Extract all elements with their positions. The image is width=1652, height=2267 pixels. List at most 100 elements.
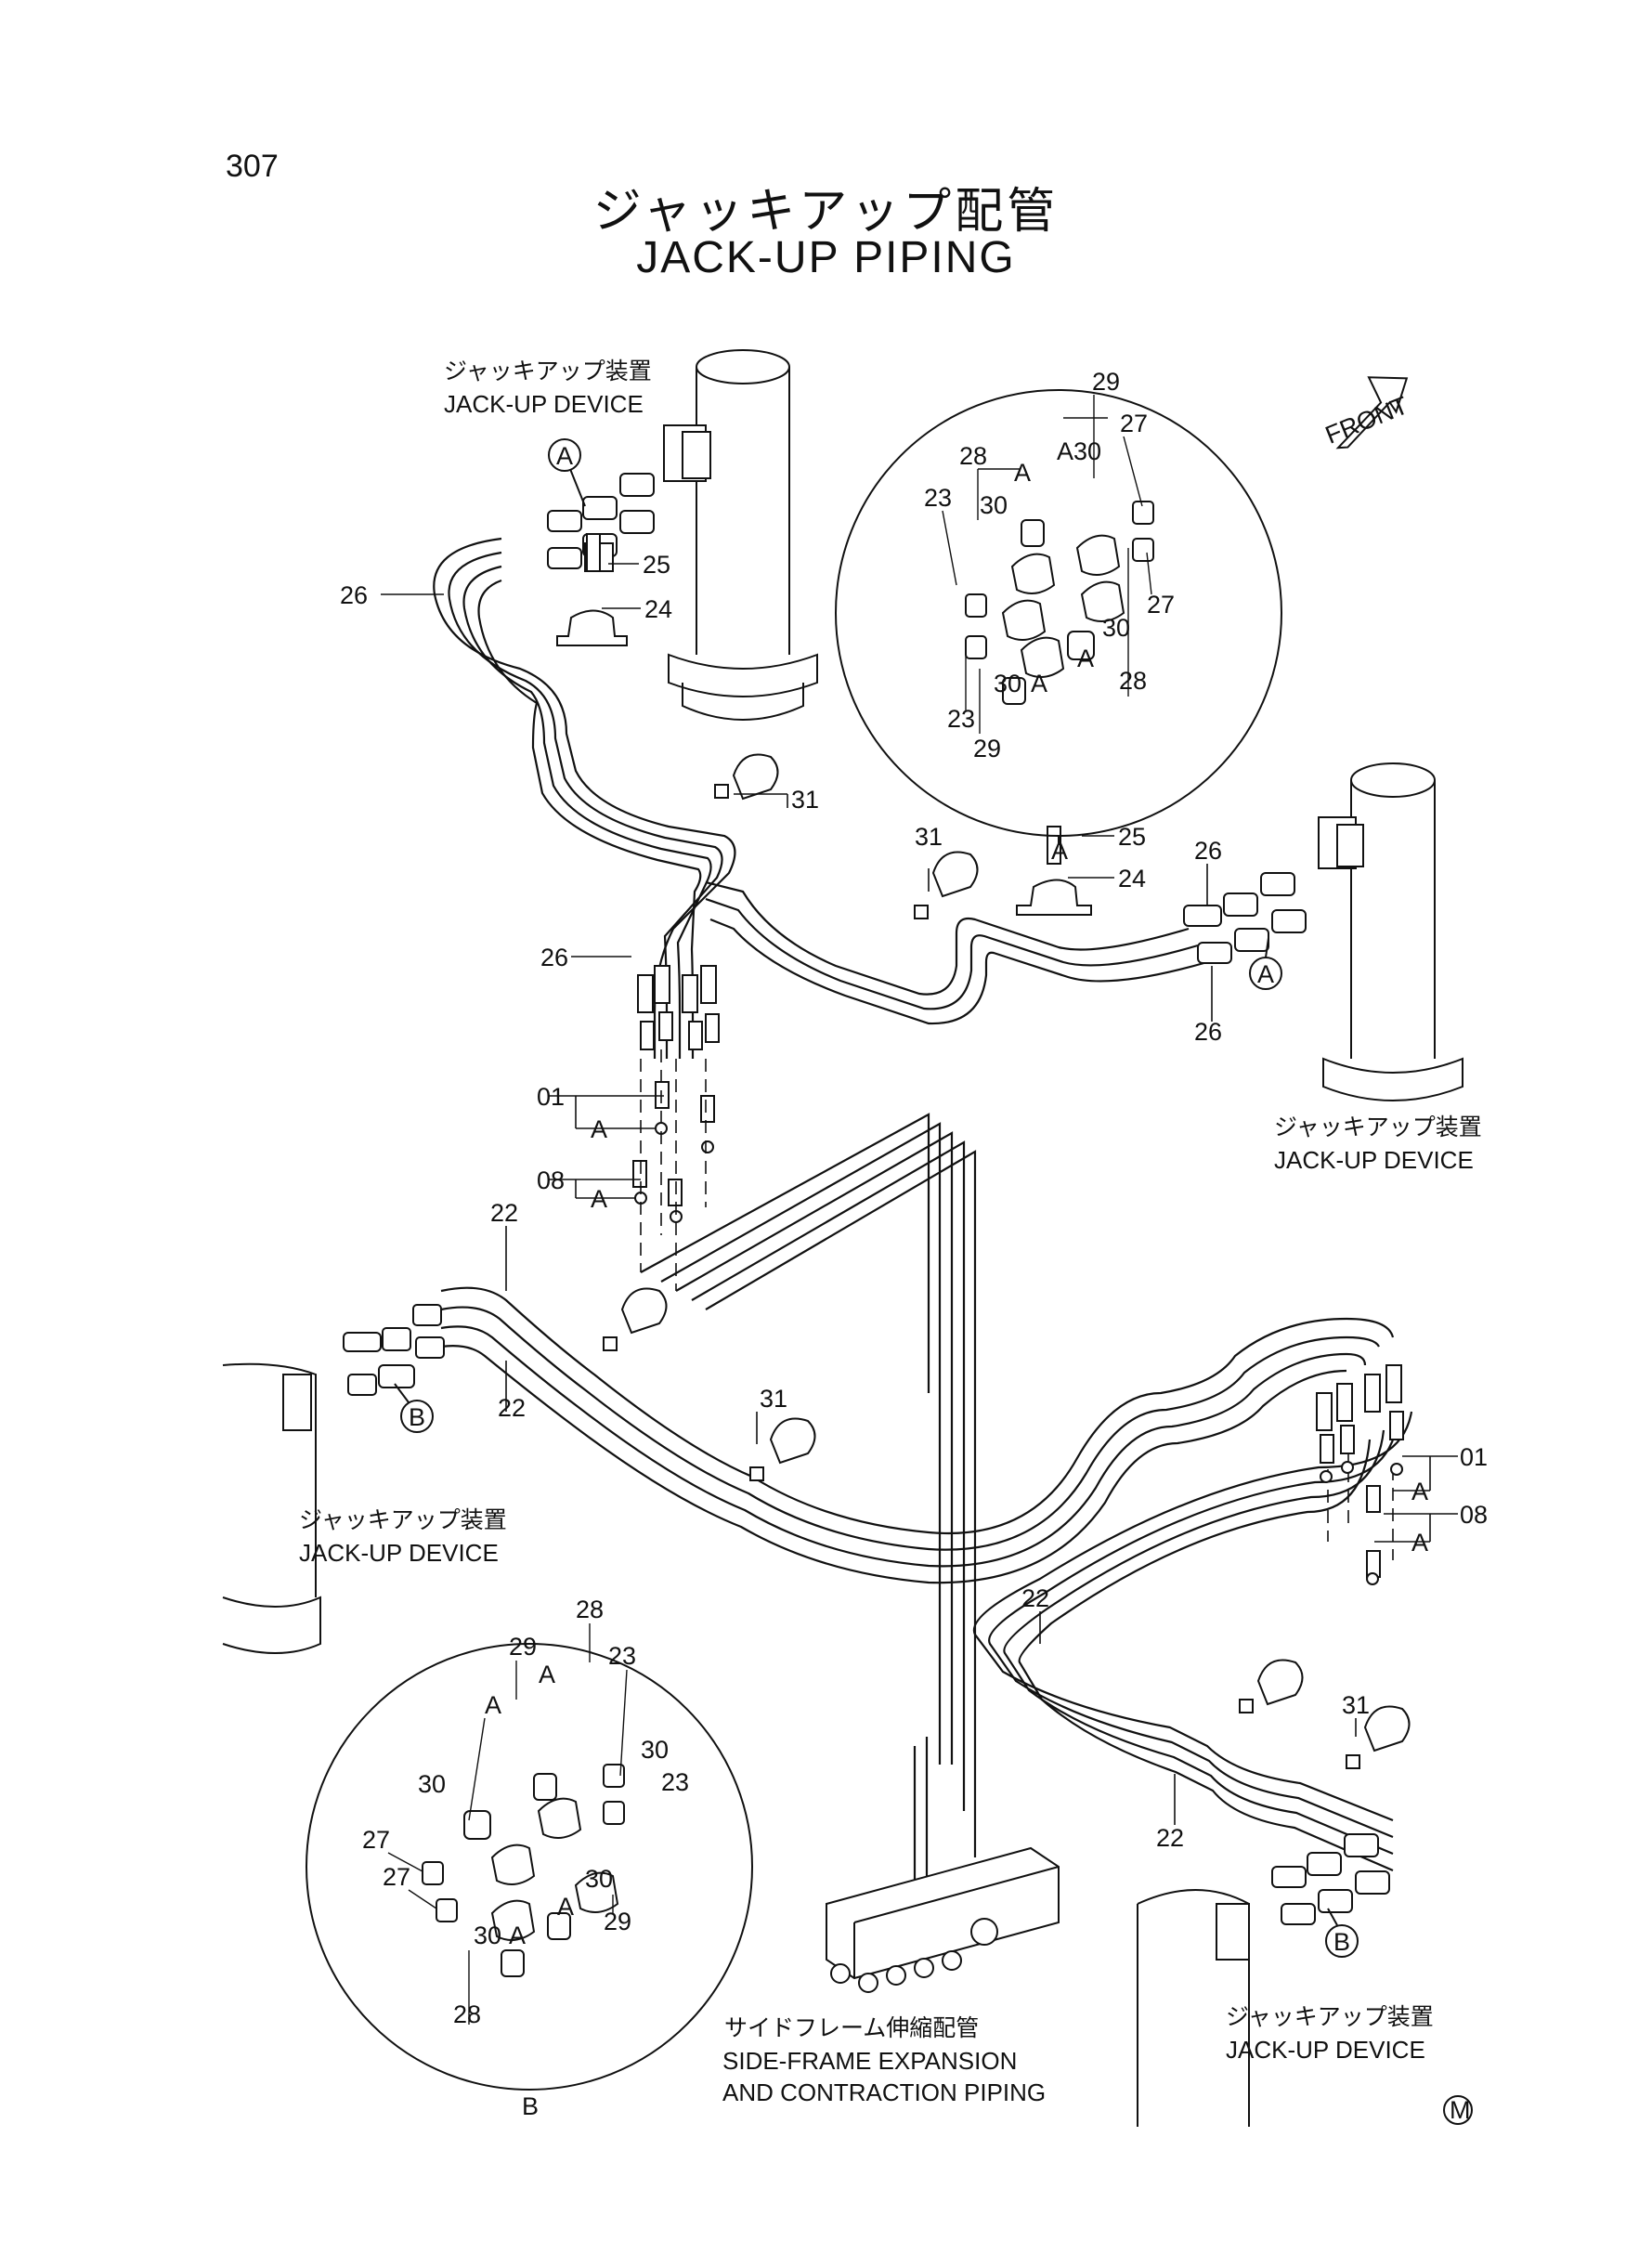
pipe-group-26-right: [705, 880, 1208, 1025]
part-24-b: 24: [1118, 865, 1146, 892]
part-01-a: 01: [537, 1083, 565, 1111]
page-title-jp: ジャッキアップ配管: [592, 184, 1060, 240]
detail-b-part-30-b: 30: [418, 1770, 446, 1798]
callout-a-label-1: A: [556, 442, 573, 470]
side-frame-label-en-2: AND CONTRACTION PIPING: [722, 2078, 1046, 2106]
device-label-en-2: JACK-UP DEVICE: [1274, 1146, 1474, 1174]
part-31-a: 31: [791, 786, 819, 814]
jackup-device-top-left: [663, 349, 818, 721]
valve-block: [826, 1846, 1060, 1993]
center-vertical-pipes: [640, 1113, 977, 1895]
part-26-c: 26: [1194, 1018, 1222, 1046]
part-22-c: 22: [1021, 1584, 1049, 1612]
part-a-a: A: [591, 1115, 607, 1143]
part-31-c: 31: [760, 1385, 787, 1413]
detail-circle-a: [835, 389, 1282, 845]
part-01-b: 01: [1460, 1443, 1488, 1471]
mark-m-icon: [1443, 2095, 1473, 2125]
detail-b-part-27-a: 27: [362, 1826, 390, 1854]
detail-b-part-30-d: 30: [474, 1922, 501, 1949]
callout-b-label-2: B: [1333, 1928, 1350, 1956]
detail-a-part-23-top: 23: [924, 484, 952, 512]
fittings-right-device: [1183, 872, 1307, 964]
callout-a-top: [548, 438, 586, 507]
detail-b-part-27-b: 27: [383, 1863, 410, 1891]
detail-a-part-a-4: A: [1031, 670, 1047, 697]
part-26-b: 26: [1194, 837, 1222, 865]
page-title-en: JACK-UP PIPING: [636, 233, 1016, 282]
fittings-left-device: [343, 1304, 445, 1396]
detail-b-part-30-a: 30: [641, 1736, 669, 1764]
detail-a-label: A: [1051, 837, 1068, 865]
side-frame-label-en-1: SIDE-FRAME EXPANSION: [722, 2047, 1017, 2075]
device-label-jp-2: ジャッキアップ装置: [1274, 1114, 1482, 1140]
detail-b-part-30-c: 30: [585, 1865, 613, 1893]
jackup-device-bottom-right: [1137, 1889, 1250, 2127]
detail-a-part-29-top: 29: [1092, 368, 1120, 396]
jackup-device-right: [1318, 762, 1463, 1101]
detail-b-part-a-2: A: [485, 1691, 501, 1719]
part-08-b: 08: [1460, 1501, 1488, 1529]
callout-b-label-1: B: [409, 1403, 425, 1431]
detail-a-part-a-3: A: [1077, 645, 1094, 672]
part-26-a: 26: [340, 581, 368, 609]
mark-m-label: M: [1450, 2096, 1471, 2124]
detail-b-part-a-3: A: [557, 1893, 574, 1921]
detail-a-part-30-b: 30: [980, 491, 1008, 519]
device-label-jp-4: ジャッキアップ装置: [1226, 2003, 1434, 2030]
detail-a-part-27-bot: 27: [1147, 591, 1175, 619]
detail-b-part-28-top: 28: [576, 1596, 604, 1623]
detail-b-label: B: [522, 2092, 539, 2120]
detail-a-part-28-top: 28: [959, 442, 987, 470]
device-label-jp-1: ジャッキアップ装置: [444, 358, 652, 384]
page-number: 307: [226, 149, 279, 184]
fittings-top-center: [632, 965, 720, 1223]
device-label-en-1: JACK-UP DEVICE: [444, 390, 644, 418]
pipe-group-22-left: [440, 1286, 1395, 1584]
part-a-b: A: [591, 1185, 607, 1213]
part-25-b: 25: [1118, 823, 1146, 851]
detail-leaders: [387, 395, 1152, 2025]
device-label-en-4: JACK-UP DEVICE: [1226, 2036, 1425, 2064]
front-label: FRONT: [1321, 391, 1411, 449]
detail-b-part-28-bot: 28: [453, 2000, 481, 2028]
part-26-d: 26: [540, 944, 568, 971]
part-a-d: A: [1411, 1529, 1428, 1557]
detail-a-part-30-a: 30: [1073, 437, 1101, 465]
part-08-a: 08: [537, 1166, 565, 1194]
part-22-d: 22: [1156, 1824, 1184, 1852]
side-frame-label-jp: サイドフレーム伸縮配管: [724, 2014, 979, 2041]
device-label-en-3: JACK-UP DEVICE: [299, 1539, 499, 1567]
part-31-b: 31: [915, 823, 943, 851]
device-label-jp-3: ジャッキアップ装置: [299, 1506, 507, 1533]
detail-a-part-a-2: A: [1014, 459, 1031, 487]
callout-a-label-2: A: [1257, 960, 1274, 988]
detail-b-part-a-4: A: [509, 1922, 526, 1949]
front-arrow-icon: [1335, 376, 1409, 449]
clamps: [556, 533, 1411, 1769]
detail-b-part-23-b: 23: [661, 1768, 689, 1796]
detail-a-part-28-bot: 28: [1119, 667, 1147, 695]
detail-a-part-29-bot: 29: [973, 735, 1001, 762]
part-31-d: 31: [1342, 1691, 1370, 1719]
detail-a-part-a-1: A: [1057, 437, 1073, 465]
detail-circle-b: [306, 1643, 753, 2091]
detail-b-part-29-top: 29: [509, 1633, 537, 1661]
part-25-a: 25: [643, 551, 670, 579]
callout-b-right: [1325, 1908, 1359, 1958]
detail-b-part-23-a: 23: [608, 1642, 636, 1670]
detail-a-part-27-top: 27: [1120, 410, 1148, 437]
part-22-a: 22: [490, 1199, 518, 1227]
detail-b-part-a-1: A: [539, 1661, 555, 1688]
leader-lines: [381, 563, 1458, 1825]
part-22-b: 22: [498, 1394, 526, 1422]
detail-a-part-23-bot: 23: [947, 705, 975, 733]
jackup-device-left: [222, 1362, 321, 1654]
detail-a-part-30-d: 30: [994, 670, 1021, 697]
pipe-group-22-right: [972, 1411, 1413, 1872]
callout-b-left: [394, 1383, 434, 1433]
callout-a-right: [1249, 937, 1282, 990]
fittings-right-center: [1316, 1364, 1404, 1585]
part-a-c: A: [1411, 1478, 1428, 1505]
